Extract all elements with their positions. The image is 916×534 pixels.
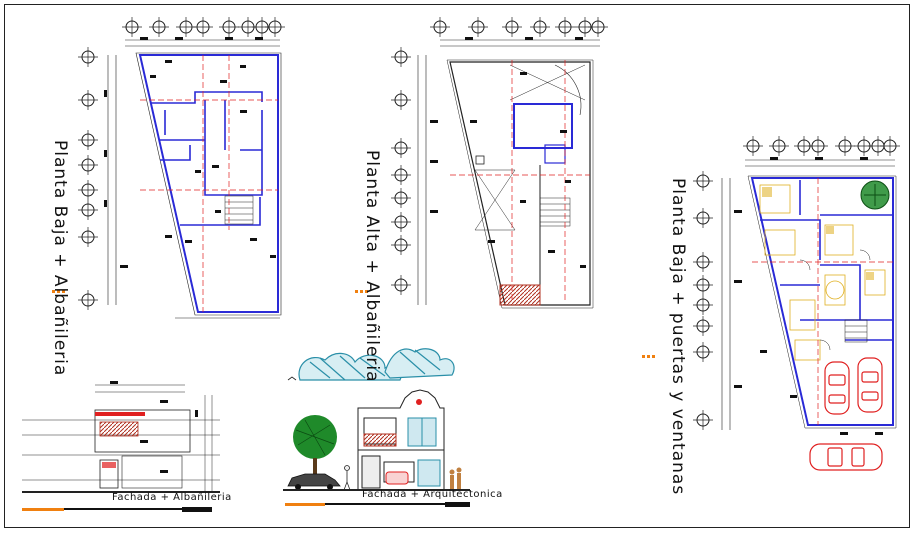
grid-axis-marker <box>121 16 143 38</box>
car-icon <box>809 443 883 471</box>
plan-planta-alta-albanileria <box>390 16 609 309</box>
grid-axis-marker <box>264 16 286 38</box>
person-icon <box>449 467 462 489</box>
grid-axis-marker <box>77 129 99 151</box>
grid-axis-marker <box>77 154 99 176</box>
title-plan-planta-baja-albanileria: Planta Baja + Albañileria <box>50 140 70 377</box>
person-icon <box>343 465 351 491</box>
grid-axis-marker <box>77 289 99 311</box>
grid-axis-marker <box>77 199 99 221</box>
sky-clouds <box>298 348 455 381</box>
grid-axis-marker <box>77 179 99 201</box>
grid-axis-marker <box>77 46 99 68</box>
car-icon <box>287 473 341 490</box>
title-markers <box>52 290 655 358</box>
car-icon <box>385 471 409 485</box>
grid-axis-marker <box>218 16 240 38</box>
car-icon <box>857 357 883 413</box>
title-fachada-albanileria: Fachada + Albañileria <box>112 492 232 503</box>
bird-icon <box>287 376 297 381</box>
title-fachada-arquitectonica: Fachada + Arquitectonica <box>362 489 503 500</box>
grid-axis-marker <box>148 16 170 38</box>
grid-axis-marker <box>77 226 99 248</box>
facade-arquitectonica <box>283 348 470 507</box>
grid-axis-marker <box>77 89 99 111</box>
tree-icon <box>293 415 337 480</box>
facade-albanileria <box>22 381 220 512</box>
plan-planta-baja-puertas-ventanas <box>692 135 901 471</box>
car-icon <box>824 361 850 415</box>
title-plan-planta-alta-albanileria: Planta Alta + Albañileria <box>362 150 382 383</box>
plan-planta-baja-albanileria <box>77 16 286 319</box>
grid-axis-marker <box>192 16 214 38</box>
title-plan-planta-baja-puertas-ventanas: Planta Baja + puertas y ventanas <box>668 178 688 496</box>
tree-icon <box>860 180 890 210</box>
drawing-frame <box>4 4 910 528</box>
